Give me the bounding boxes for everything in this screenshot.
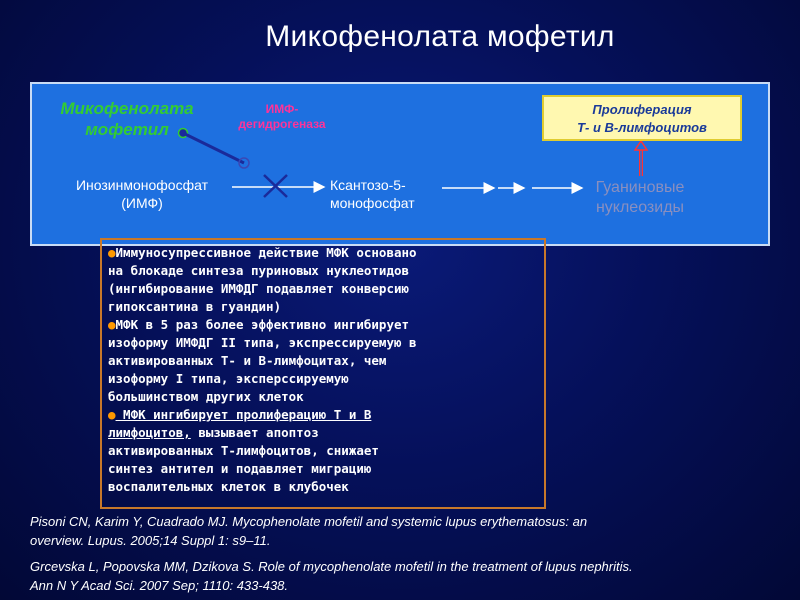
bullet-1-line2: на блокаде синтеза пуриновых нуклеотидов <box>108 263 410 278</box>
bullet-3-rest-1: вызывает апоптоз <box>190 425 319 440</box>
page-title-text: Микофенолата мофетил <box>265 20 615 53</box>
xmp-label-line2: монофосфат <box>330 195 415 211</box>
guanine-label-line1: Гуаниновые <box>595 179 685 196</box>
reference-2: Grcevska L, Popovska MM, Dzikova S. Role… <box>30 557 770 595</box>
bullet-3-line2: лимфоцитов, вызывает апоптоз <box>108 424 538 442</box>
bullet-2-line4: изоформу I типа, эксперссируемую <box>108 371 349 386</box>
drug-label: Микофенолата мофетил <box>52 98 202 140</box>
imp-label-line1: Инозинмонофосфат <box>75 177 209 193</box>
mechanism-diagram: Микофенолата мофетил ИМФ- дегидрогеназа … <box>30 82 770 246</box>
enzyme-label-line1: ИМФ- <box>265 102 299 116</box>
drug-label-line1: Микофенолата <box>60 99 194 118</box>
reference-1-line1: Pisoni CN, Karim Y, Cuadrado MJ. Mycophe… <box>30 514 588 529</box>
bullet-dot-icon: ● <box>108 317 116 332</box>
bullet-list: ●Иммуносупрессивное действие МФК основан… <box>100 238 546 509</box>
guanine-label: Гуаниновые нуклеозиды <box>580 178 700 218</box>
reference-1-line2: overview. Lupus. 2005;14 Suppl 1: s9–11. <box>30 533 271 548</box>
reference-1: Pisoni CN, Karim Y, Cuadrado MJ. Mycophe… <box>30 512 770 550</box>
bullet-2-line3: активированных Т- и В-лимфоцитах, чем <box>108 353 387 368</box>
proliferation-line1: Пролиферация <box>592 102 692 117</box>
block-x-icon-stroke <box>263 174 288 198</box>
xmp-label-line1: Ксантозо-5- <box>330 177 406 193</box>
imp-label: Инозинмонофосфат (ИМФ) <box>52 176 232 212</box>
reference-2-line2: Ann N Y Acad Sci. 2007 Sep; 1110: 433-43… <box>30 578 289 593</box>
enzyme-label: ИМФ- дегидрогеназа <box>217 102 347 132</box>
guanine-label-line2: нуклеозиды <box>595 199 685 216</box>
bullet-2: ●МФК в 5 раз более эффективно ингибирует <box>108 316 538 334</box>
bullet-3-line5: воспалительных клеток в клубочек <box>108 479 349 494</box>
bullet-2-line2: изоформу ИМФДГ II типа, экспрессируемую … <box>108 335 417 350</box>
bullet-2-line1: МФК в 5 раз более эффективно ингибирует <box>115 317 410 332</box>
reference-2-line1: Grcevska L, Popovska MM, Dzikova S. Role… <box>30 559 633 574</box>
up-arrow-head <box>633 139 649 151</box>
proliferation-box: Пролиферация Т- и В-лимфоцитов <box>542 95 742 141</box>
bullet-2-line5: большинством других клеток <box>108 389 304 404</box>
xmp-label: Ксантозо-5- монофосфат <box>330 176 440 212</box>
bullet-dot-icon: ● <box>108 407 116 422</box>
proliferation-line2: Т- и В-лимфоцитов <box>577 120 707 135</box>
bullet-1: ●Иммуносупрессивное действие МФК основан… <box>108 244 538 262</box>
bullet-3-line3: активированных Т-лимфоцитов, снижает <box>108 443 379 458</box>
enzyme-label-line2: дегидрогеназа <box>238 117 326 131</box>
diagram-arrows <box>177 127 649 198</box>
inhibition-arrow <box>182 131 245 165</box>
bullet-3-underlined-1: МФК ингибирует пролиферацию Т и В <box>115 407 372 422</box>
bullet-3-underlined-2: лимфоцитов, <box>108 425 191 440</box>
bullet-1-line4: гипоксантина в гуандин) <box>108 299 282 314</box>
drug-label-line2: мофетил <box>85 120 169 139</box>
bullet-1-line1: Иммуносупрессивное действие МФК основано <box>115 245 417 260</box>
bullet-1-line3: (ингибирование ИМФДГ подавляет конверсию <box>108 281 410 296</box>
enzyme-site-icon <box>238 157 250 169</box>
imp-label-line2: (ИМФ) <box>121 195 163 211</box>
bullet-3-line4: синтез антител и подавляет миграцию <box>108 461 372 476</box>
bullet-dot-icon: ● <box>108 245 116 260</box>
bullet-3: ● МФК ингибирует пролиферацию Т и В <box>108 406 538 424</box>
page-title: Микофенолата мофетил <box>0 20 800 54</box>
